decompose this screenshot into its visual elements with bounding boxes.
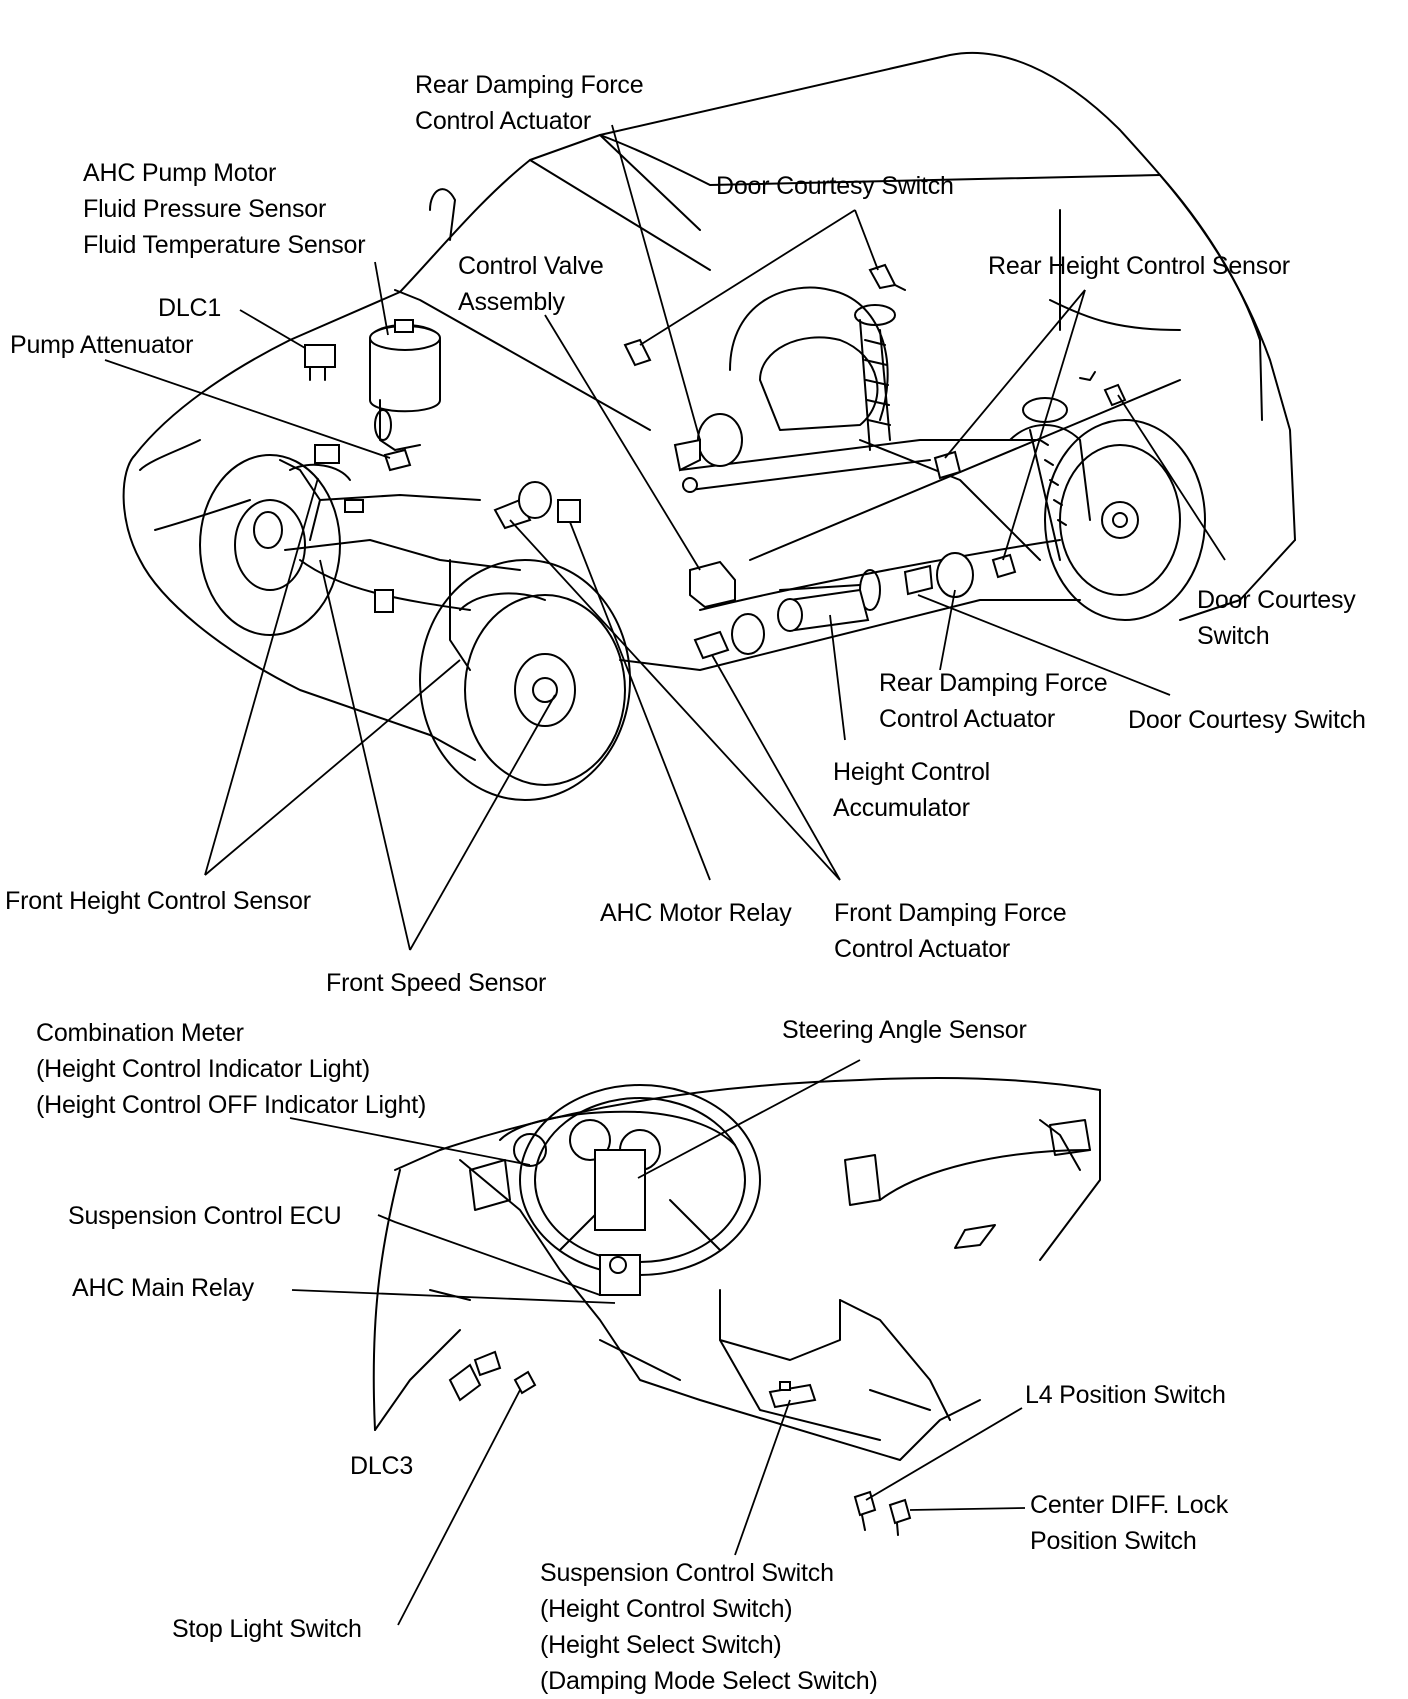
- label-dlc1: DLC1: [158, 294, 222, 322]
- dashboard-outline: [372, 1077, 1101, 1461]
- center-diff-lock-switch-part: [888, 1498, 912, 1536]
- control-valve-part: [689, 560, 736, 609]
- front-damping-actuator-parts: [493, 481, 765, 660]
- label-combination-meter: Combination Meter (Height Control Indica…: [36, 1019, 427, 1119]
- label-stop-light-switch: Stop Light Switch: [172, 1615, 362, 1643]
- label-ahc-main-relay: AHC Main Relay: [72, 1274, 254, 1302]
- rear-damping-actuator-lower-part: [903, 552, 974, 598]
- lower-leader-lines: [289, 1059, 1026, 1626]
- ahc-pump-reservoir: [369, 319, 441, 451]
- label-rear-damping-force-control-actuator-bottom: Rear Damping Force Control Actuator: [879, 669, 1108, 733]
- label-door-courtesy-switch-bottom: Door Courtesy Switch: [1128, 706, 1366, 734]
- dlc3-part: [448, 1350, 502, 1402]
- rear-damping-actuator-upper-part: [673, 413, 743, 493]
- upper-leader-lines: [104, 124, 1226, 951]
- label-center-diff-lock-position-switch: Center DIFF. Lock Position Switch: [1030, 1491, 1229, 1555]
- door-courtesy-switch-upper-parts: [623, 263, 906, 367]
- steering-column: [594, 1149, 646, 1296]
- label-front-height-control-sensor: Front Height Control Sensor: [5, 887, 311, 915]
- suspension-control-switch-part: [768, 1381, 817, 1409]
- label-steering-angle-sensor: Steering Angle Sensor: [782, 1016, 1027, 1044]
- label-ahc-motor-relay: AHC Motor Relay: [600, 899, 792, 927]
- label-door-courtesy-switch-right: Door Courtesy Switch: [1197, 586, 1356, 650]
- instrument-cluster: [499, 1110, 736, 1171]
- label-front-speed-sensor: Front Speed Sensor: [326, 969, 547, 997]
- label-rear-damping-force-control-actuator-top: Rear Damping Force Control Actuator: [415, 71, 644, 135]
- rear-right-wheel: [1044, 419, 1206, 621]
- l4-position-switch-part: [853, 1490, 877, 1531]
- label-l4-position-switch: L4 Position Switch: [1025, 1381, 1226, 1409]
- label-ahc-pump-motor-group: AHC Pump Motor Fluid Pressure Sensor Flu…: [83, 159, 366, 259]
- front-right-wheel: [419, 559, 631, 801]
- suspension-components: [279, 304, 1091, 671]
- dlc1-connector: [304, 344, 336, 381]
- label-pump-attenuator: Pump Attenuator: [10, 331, 194, 359]
- label-rear-height-control-sensor: Rear Height Control Sensor: [988, 252, 1290, 280]
- label-dlc3: DLC3: [350, 1452, 414, 1480]
- label-height-control-accumulator: Height Control Accumulator: [833, 758, 991, 822]
- label-door-courtesy-switch-top: Door Courtesy Switch: [716, 172, 954, 200]
- label-control-valve-assembly: Control Valve Assembly: [458, 252, 604, 316]
- front-left-wheel: [199, 454, 341, 636]
- ahc-motor-relay-part: [557, 499, 581, 523]
- label-front-damping-force-control-actuator: Front Damping Force Control Actuator: [834, 899, 1067, 963]
- pump-attenuator-part: [383, 448, 412, 472]
- label-suspension-control-switch: Suspension Control Switch (Height Contro…: [540, 1559, 878, 1695]
- label-suspension-control-ecu: Suspension Control ECU: [68, 1202, 342, 1230]
- door-courtesy-switch-right-part: [1079, 371, 1127, 407]
- stop-light-switch-part: [513, 1370, 537, 1395]
- height-control-accumulator-part: [777, 588, 870, 632]
